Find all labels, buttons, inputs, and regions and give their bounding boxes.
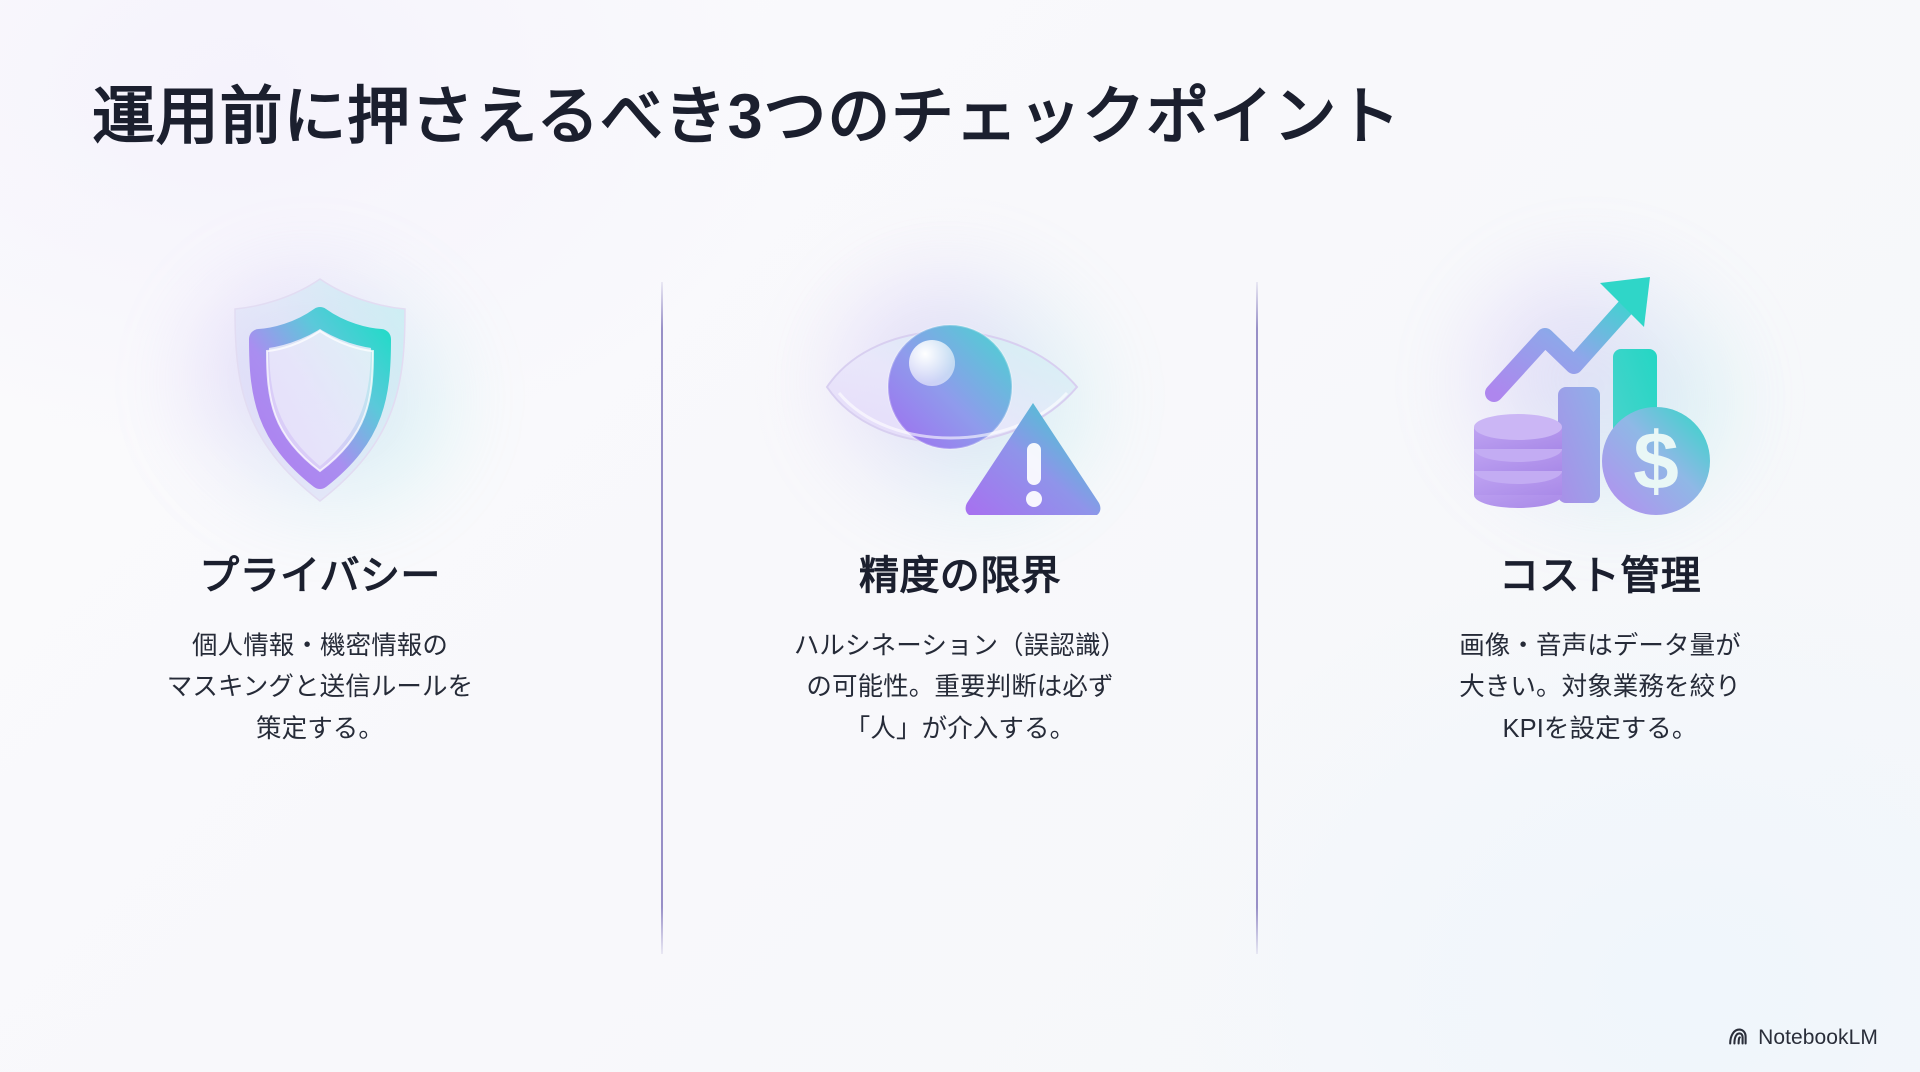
coin-stack [1474, 414, 1562, 508]
checkpoint-card-accuracy: 精度の限界 ハルシネーション（誤認識） の可能性。重要判断は必ず 「人」が介入す… [640, 250, 1280, 750]
card-body-line: 画像・音声はデータ量が [1459, 632, 1741, 660]
page-title: 運用前に押さえるべき3つのチェックポイント [92, 82, 1402, 152]
eye-warning-icon [810, 250, 1110, 530]
card-title-cost: コスト管理 [1499, 554, 1701, 598]
checkpoint-card-cost: $ コスト管理 画像・音声はデータ量が 大きい。対象業務を絞り KPIを設定する… [1280, 250, 1920, 750]
card-body-line: ハルシネーション（誤認識） [793, 632, 1127, 660]
notebooklm-brand-name: NotebookLM [1758, 1026, 1878, 1049]
notebooklm-spiral-icon [1727, 1027, 1749, 1050]
card-body-cost: 画像・音声はデータ量が 大きい。対象業務を絞り KPIを設定する。 [1459, 626, 1741, 750]
card-body-line: 大きい。対象業務を絞り [1459, 673, 1741, 702]
shield-icon-graphic [234, 278, 406, 502]
column-divider-2 [1256, 282, 1258, 954]
shield-icon [170, 250, 470, 530]
card-body-line: KPIを設定する。 [1502, 714, 1698, 743]
notebooklm-spiral-icon-graphic [1729, 1028, 1747, 1045]
growth-chart-coins-icon-graphic: $ [1474, 277, 1710, 515]
card-body-line: 「人」が介入する。 [844, 714, 1076, 743]
notebooklm-brand: NotebookLM [1727, 1026, 1878, 1050]
checkpoint-card-privacy: プライバシー 個人情報・機密情報の マスキングと送信ルールを 策定する。 [0, 250, 640, 750]
card-body-accuracy: ハルシネーション（誤認識） の可能性。重要判断は必ず 「人」が介入する。 [794, 626, 1126, 750]
card-title-privacy: プライバシー [199, 554, 441, 598]
checkpoint-columns: プライバシー 個人情報・機密情報の マスキングと送信ルールを 策定する。 [0, 250, 1920, 970]
card-body-privacy: 個人情報・機密情報の マスキングと送信ルールを 策定する。 [167, 626, 473, 750]
card-body-line: の可能性。重要判断は必ず [806, 673, 1114, 702]
growth-chart-coins-icon: $ [1450, 250, 1750, 530]
card-body-line: 個人情報・機密情報の [191, 632, 449, 660]
card-body-line: 策定する。 [255, 714, 384, 743]
eye-warning-icon-graphic [825, 324, 1101, 515]
card-title-accuracy: 精度の限界 [859, 554, 1061, 598]
column-divider-1 [661, 282, 663, 954]
svg-text:$: $ [1633, 416, 1679, 507]
card-body-line: マスキングと送信ルールを [166, 673, 474, 702]
